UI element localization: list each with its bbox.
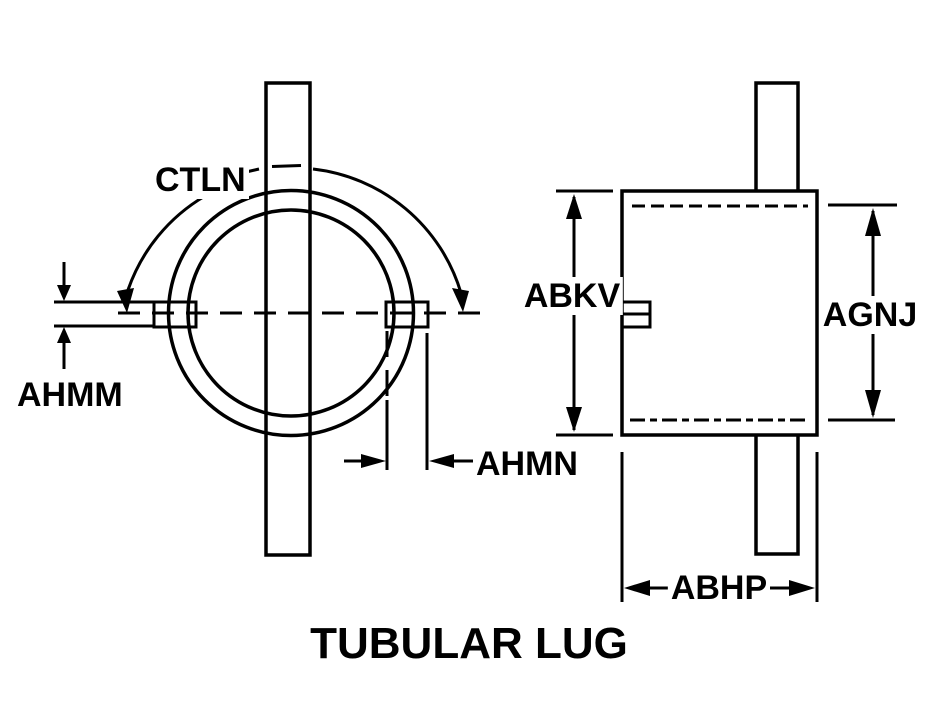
tube-bottom-side [754, 435, 800, 556]
ahmm-bottom-arrowhead [57, 327, 71, 343]
dimension-label-agnj: AGNJ [819, 296, 921, 334]
abhp-dimension [620, 452, 819, 602]
right-tab-front [384, 300, 430, 329]
ahmn-right-arrowhead [429, 454, 454, 468]
ahmn-extension-solid [385, 333, 429, 470]
ahmm-dimension [54, 262, 153, 369]
ctln-arc-right-segment [312, 167, 463, 294]
ahmm-top-arrowhead [57, 285, 71, 301]
ctln-arc-hidden-dashes [245, 164, 302, 174]
dimension-label-abkv: ABKV [520, 277, 624, 315]
abhp-right-arrowhead [789, 580, 815, 596]
ahmm-extension-lines [54, 300, 153, 328]
abkv-extension-ticks [556, 189, 613, 437]
abkv-bottom-arrowhead [566, 407, 582, 432]
ahmn-left-arrowhead [361, 454, 386, 468]
left-tab-front [152, 300, 198, 329]
side-view [620, 81, 819, 556]
agnj-extension-lines [828, 203, 897, 422]
agnj-top-arrowhead [865, 208, 881, 236]
dimension-label-ctln: CTLN [152, 161, 249, 199]
tube-front [264, 81, 312, 557]
abhp-extension-lines [620, 452, 819, 602]
ahmn-dimension [344, 331, 473, 470]
dimension-label-abhp: ABHP [667, 569, 771, 607]
front-view [118, 81, 480, 557]
abkv-top-arrowhead [566, 194, 582, 219]
ctln-arc-left-segment [126, 194, 206, 291]
drawing-title: TUBULAR LUG [310, 619, 628, 668]
abhp-left-arrowhead [624, 580, 650, 596]
agnj-bottom-arrowhead [865, 390, 881, 418]
ctln-right-arrowhead [452, 288, 469, 312]
tube-top-side [754, 81, 800, 191]
dimension-label-ahmm: AHMM [14, 376, 126, 414]
dimension-label-ahmn: AHMN [473, 445, 581, 483]
